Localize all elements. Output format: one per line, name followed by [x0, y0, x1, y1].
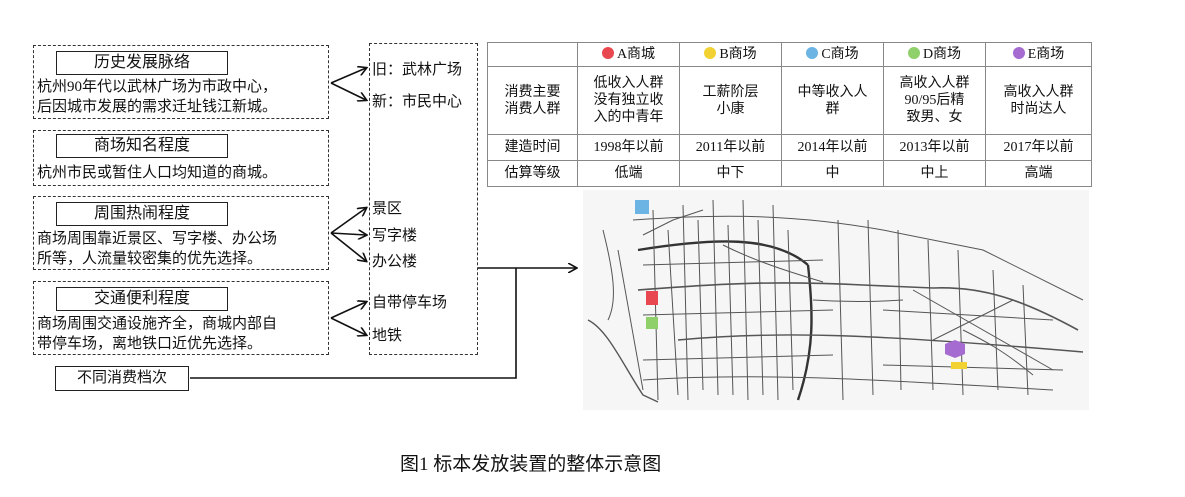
mall-header-e: E商场: [985, 42, 1092, 67]
table-cell: 低端: [577, 160, 680, 187]
label-old-center: 旧：武林广场: [372, 62, 463, 78]
table-corner: [487, 42, 578, 67]
factor-text-line: 商场周围交通设施齐全，商城内部自: [37, 316, 278, 332]
table-row: 估算等级 低端 中下 中 中上 高端: [487, 160, 1092, 187]
mall-d-marker-icon: [907, 47, 920, 59]
factor-title-transport: 交通便利程度: [56, 287, 228, 311]
table-cell: 2014年以前: [781, 134, 884, 161]
mall-c-marker-icon: [806, 47, 819, 59]
factor-title-liveliness: 周围热闹程度: [56, 202, 228, 226]
map-roads: [587, 199, 1084, 403]
factor-text-line: 杭州市民或暂住人口均知道的商城。: [37, 165, 278, 181]
factor-title-history: 历史发展脉络: [56, 51, 228, 75]
table-cell: 1998年以前: [577, 134, 680, 161]
table-cell: 2017年以前: [985, 134, 1092, 161]
table-cell: 高端: [985, 160, 1092, 187]
factor-box-history: 历史发展脉络 杭州90年代以武林广场为市政中心， 后因城市发展的需求迁址钱江新城…: [33, 45, 329, 119]
table-header-row: A商城 B商场 C商场 D商场 E商场: [487, 42, 1092, 67]
factor-text-line: 后因城市发展的需求迁址钱江新城。: [37, 99, 278, 115]
factor-text-line: 商场周围靠近景区、写字楼、办公场: [37, 231, 278, 247]
factor-text-line: 所等，人流量较密集的优先选择。: [37, 251, 263, 267]
label-subway: 地铁: [372, 328, 403, 344]
mall-e-marker-icon: [1012, 47, 1025, 59]
label-new-center: 新：市民中心: [372, 94, 463, 110]
mall-header-b: B商场: [679, 42, 782, 67]
factor-box-fame: 商场知名程度 杭州市民或暂住人口均知道的商城。: [33, 130, 329, 186]
mall-e-marker: [945, 340, 965, 358]
row-label: 消费主要消费人群: [487, 66, 578, 135]
factor-box-transport: 交通便利程度 商场周围交通设施齐全，商城内部自 带停车场，离地铁口近优先选择。: [33, 281, 329, 355]
label-parking: 自带停车场: [372, 295, 448, 311]
mall-a-marker: [646, 291, 658, 305]
label-office-building: 写字楼: [372, 228, 418, 244]
table-cell: 中: [781, 160, 884, 187]
table-cell: 中上: [883, 160, 986, 187]
mall-b-marker-icon: [704, 47, 717, 59]
table-cell: 2013年以前: [883, 134, 986, 161]
factor-text-line: 杭州90年代以武林广场为市政中心，: [37, 79, 278, 95]
factor-text-line: 带停车场，离地铁口近优先选择。: [37, 336, 263, 352]
mall-c-marker: [635, 200, 649, 214]
table-cell: 工薪阶层小康: [679, 66, 782, 135]
consumption-level-box: 不同消费档次: [55, 366, 189, 391]
mall-header-c: C商场: [781, 42, 884, 67]
map-background: [583, 190, 1089, 410]
table-cell: 中等收入人群: [781, 66, 884, 135]
factor-title-fame: 商场知名程度: [56, 134, 228, 158]
factor-box-liveliness: 周围热闹程度 商场周围靠近景区、写字楼、办公场 所等，人流量较密集的优先选择。: [33, 196, 329, 270]
table-cell: 低收入人群没有独立收入的中青年: [577, 66, 680, 135]
row-label: 估算等级: [487, 160, 578, 187]
table-cell: 高收入人群时尚达人: [985, 66, 1092, 135]
mall-a-marker-icon: [601, 47, 614, 59]
table-row: 消费主要消费人群 低收入人群没有独立收入的中青年 工薪阶层小康 中等收入人群 高…: [487, 66, 1092, 135]
mall-info-table: A商城 B商场 C商场 D商场 E商场 消费主要消费人群 低收入人群没有独立收入…: [487, 42, 1092, 187]
mall-d-marker: [646, 317, 658, 329]
figure-caption: 图1 标本发放装置的整体示意图: [400, 454, 662, 475]
city-map: [583, 190, 1089, 410]
mall-b-marker: [951, 362, 967, 369]
table-row: 建造时间 1998年以前 2011年以前 2014年以前 2013年以前 201…: [487, 134, 1092, 161]
label-office: 办公楼: [372, 254, 418, 270]
mall-header-d: D商场: [883, 42, 986, 67]
table-cell: 2011年以前: [679, 134, 782, 161]
table-cell: 中下: [679, 160, 782, 187]
mall-header-a: A商城: [577, 42, 680, 67]
row-label: 建造时间: [487, 134, 578, 161]
label-scenic: 景区: [372, 201, 403, 217]
mall-markers: [635, 200, 967, 369]
summary-column: [369, 43, 478, 355]
